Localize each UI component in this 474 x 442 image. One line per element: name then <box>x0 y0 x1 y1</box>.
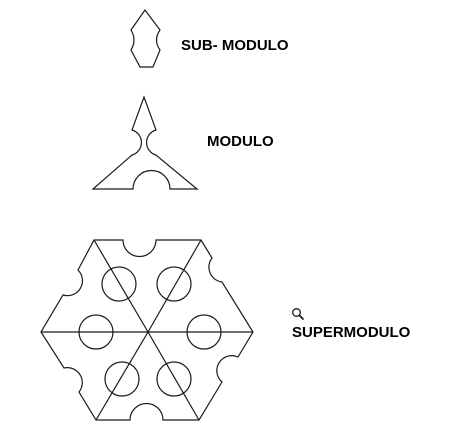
sub-modulo-shape <box>131 10 160 67</box>
supermodulo-shape <box>41 240 253 420</box>
supermodulo-label: SUPERMODULO <box>292 324 411 341</box>
sub-modulo-label: SUB- MODULO <box>181 37 289 54</box>
modulo-shape <box>93 97 197 189</box>
modulo-label: MODULO <box>207 133 274 150</box>
zoom-magnifier-icon <box>291 307 305 321</box>
